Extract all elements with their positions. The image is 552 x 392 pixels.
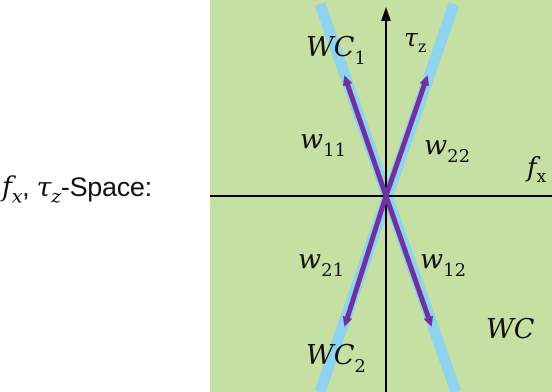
wrench-arrow-w11	[342, 75, 389, 197]
space-label-tau: τ	[36, 172, 52, 203]
space-label-f-sub: x	[11, 185, 23, 208]
wrench-label-w12-main: w	[420, 244, 443, 275]
space-label: fx, τz-Space:	[2, 172, 152, 207]
region-label-wc1-main: WC	[306, 32, 355, 63]
wrench-label-w11: w11	[300, 124, 346, 161]
wrench-label-w12-sub: 12	[443, 260, 466, 281]
wrench-label-w22: w22	[424, 130, 470, 167]
region-label-wc-right-main: WC	[486, 314, 535, 345]
region-label-wc1: WC1	[306, 32, 366, 69]
wrench-label-w21-sub: 21	[321, 260, 344, 281]
x-axis-label-sub: x	[537, 167, 547, 187]
y-axis-label-main: τ	[404, 23, 419, 52]
y-axis-label: τz	[404, 23, 426, 56]
wrench-arrow-w21	[342, 195, 389, 327]
wrench-label-w22-sub: 22	[447, 146, 470, 167]
region-label-wc2-main: WC	[306, 340, 355, 371]
wrench-arrow-w22	[383, 75, 430, 197]
space-label-comma: ,	[22, 172, 37, 202]
region-label-wc2-sub: 2	[354, 356, 365, 377]
wrench-label-w11-main: w	[300, 124, 323, 155]
wrench-label-w21: w21	[298, 244, 344, 281]
wrench-label-w21-main: w	[298, 244, 321, 275]
wrench-label-w11-sub: 11	[323, 140, 346, 161]
region-label-wc-right: WC	[486, 314, 535, 345]
space-label-suffix: -Space:	[60, 172, 152, 202]
space-label-f: f	[2, 172, 12, 203]
space-label-tau-sub: z	[51, 185, 61, 208]
wrench-label-w22-main: w	[424, 130, 447, 161]
y-axis-label-sub: z	[418, 37, 426, 56]
region-label-wc1-sub: 1	[354, 48, 365, 69]
region-label-wc2: WC2	[306, 340, 366, 377]
wrench-label-w12: w12	[420, 244, 466, 281]
wrench-arrow-w12	[383, 195, 434, 327]
